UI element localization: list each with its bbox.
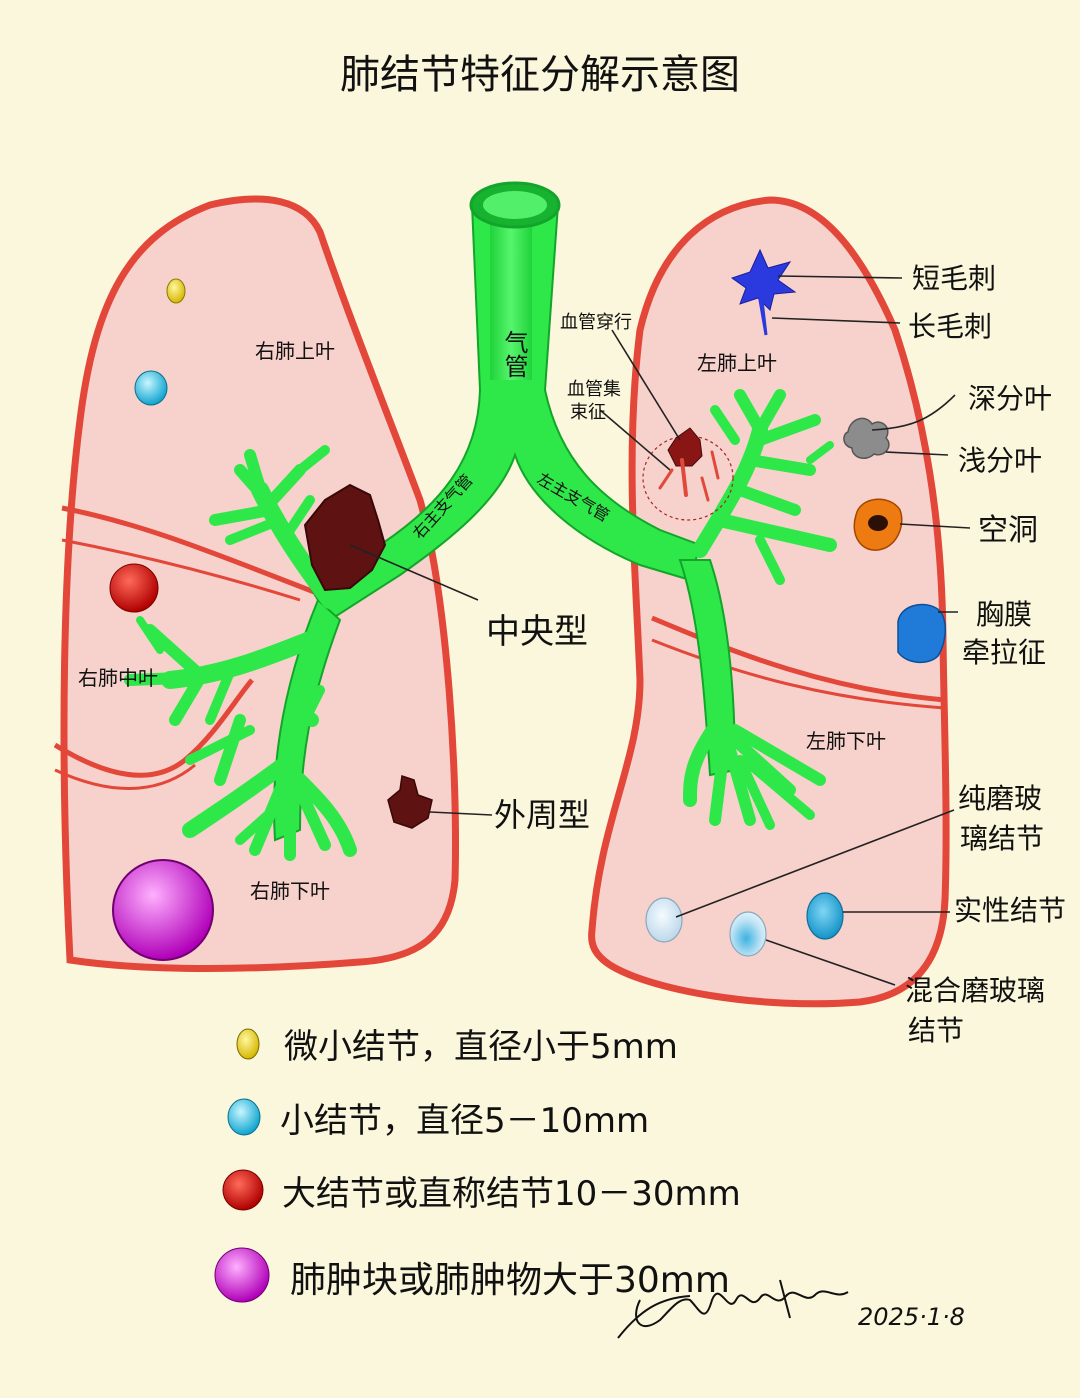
legend-text: 肺肿块或肺肿物大于30mm <box>290 1260 730 1301</box>
legend-swatch-magenta <box>214 1247 270 1303</box>
label-pure-ggn-1: 纯磨玻 <box>958 782 1042 815</box>
legend: 微小结节，直径小于5mm 小结节，直径5－10mm 大结节或直称结节10－30m… <box>214 1027 741 1303</box>
right-lung-nodules <box>109 278 433 961</box>
label-mixed-ggn-1: 混合磨玻璃 <box>905 974 1045 1007</box>
legend-text: 大结节或直称结节10－30mm <box>282 1174 741 1214</box>
label-peripheral-type: 外周型 <box>494 796 590 834</box>
central-tumor <box>303 483 387 592</box>
label-cavity: 空洞 <box>978 513 1038 548</box>
label-right-upper-lobe: 右肺上叶 <box>255 339 335 363</box>
leader-lines <box>349 275 971 986</box>
label-trachea: 气管 <box>500 330 528 378</box>
label-right-middle-lobe: 右肺中叶 <box>78 666 158 690</box>
large-nodule <box>109 563 159 613</box>
label-pure-ggn-2: 璃结节 <box>960 822 1044 855</box>
label-short-spiculation: 短毛刺 <box>912 262 996 295</box>
handwritten-signature <box>617 1279 849 1339</box>
label-vascular-convergence-2: 束征 <box>570 402 606 423</box>
legend-text: 微小结节，直径小于5mm <box>284 1027 678 1067</box>
pleural-retraction-nodule <box>897 603 946 664</box>
mass <box>112 859 214 961</box>
label-mixed-ggn-2: 结节 <box>908 1014 964 1047</box>
label-left-upper-lobe: 左肺上叶 <box>697 351 777 375</box>
legend-swatch-cyan <box>227 1098 261 1136</box>
mixed-ggn <box>729 911 767 957</box>
page-title: 肺结节特征分解示意图 <box>340 52 740 98</box>
legend-text: 小结节，直径5－10mm <box>280 1101 649 1141</box>
label-long-spiculation: 长毛刺 <box>908 310 992 343</box>
left-lung <box>588 196 950 1008</box>
legend-item: 肺肿块或肺肿物大于30mm <box>214 1247 730 1303</box>
left-lung-nodules <box>642 248 946 957</box>
label-left-lower-lobe: 左肺下叶 <box>806 729 886 753</box>
spiculated-nodule-short <box>730 248 797 311</box>
legend-item: 小结节，直径5－10mm <box>227 1098 649 1141</box>
small-nodule <box>134 370 168 406</box>
legend-swatch-red <box>222 1169 264 1211</box>
label-solid-nodule: 实性结节 <box>954 894 1066 927</box>
deep-lobulated-nodule <box>843 417 890 459</box>
label-shallow-lobulation: 浅分叶 <box>958 444 1042 477</box>
solid-nodule <box>806 892 844 940</box>
pure-ggn <box>645 897 683 943</box>
legend-swatch-yellow <box>236 1028 260 1060</box>
label-vessel-penetration: 血管穿行 <box>560 312 632 333</box>
label-pleural-retraction-1: 胸膜 <box>976 598 1032 631</box>
label-vascular-convergence-1: 血管集 <box>567 379 621 400</box>
peripheral-tumor <box>387 775 433 829</box>
airway-tree <box>124 181 837 861</box>
micro-nodule <box>166 278 186 304</box>
signature: 2025·1·8 <box>617 1279 965 1339</box>
label-pleural-retraction-2: 牵拉征 <box>962 636 1046 669</box>
signature-date: 2025·1·8 <box>858 1303 965 1331</box>
legend-item: 微小结节，直径小于5mm <box>236 1027 678 1067</box>
spiculated-nodule-long <box>758 298 768 336</box>
label-deep-lobulation: 深分叶 <box>968 382 1052 415</box>
label-right-lower-lobe: 右肺下叶 <box>250 879 330 903</box>
label-central-type: 中央型 <box>486 612 588 652</box>
legend-item: 大结节或直称结节10－30mm <box>222 1169 741 1214</box>
